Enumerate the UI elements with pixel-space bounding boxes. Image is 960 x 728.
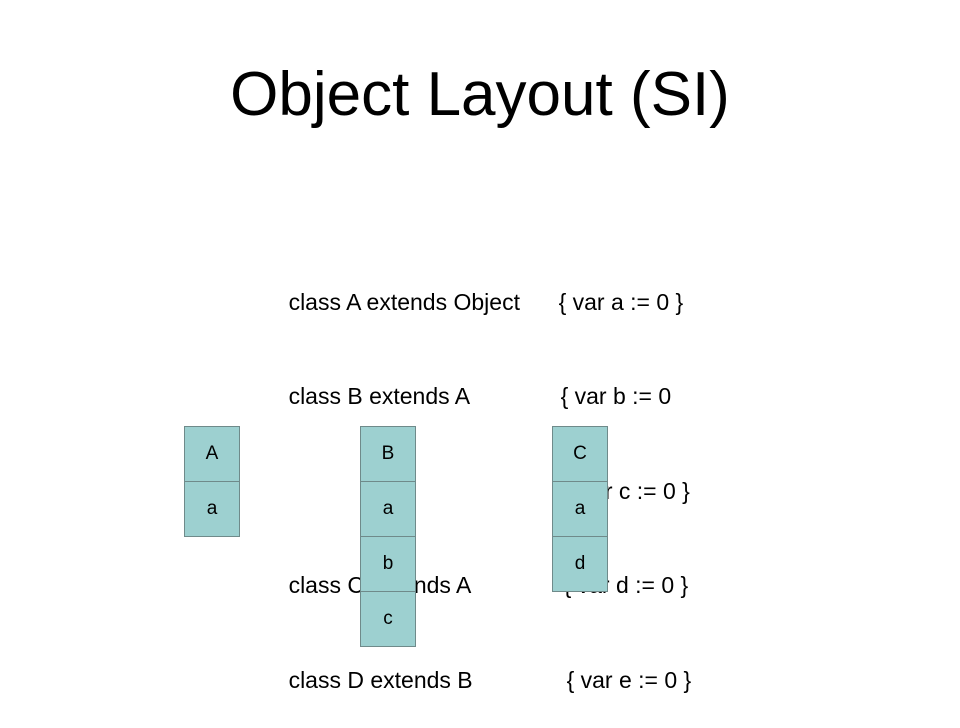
slide-title: Object Layout (SI) (230, 60, 730, 129)
layout-a-field-cell: a (184, 481, 240, 537)
code-line-class-b-decl: class B extends A (288, 383, 471, 409)
code-line-class-b-body: { var b := 0 (560, 383, 672, 409)
code-line-class-c-decl: class C extends A (288, 572, 472, 598)
code-line-class-b: class B extends A { var b := 0 (263, 350, 691, 409)
code-line-class-a: class A extends Object { var a := 0 } (263, 255, 691, 315)
layout-stack-c: C a d (552, 426, 608, 592)
code-line-class-c: class C extends A{ var d := 0 } (263, 539, 691, 598)
layout-b-field-cell: c (360, 591, 416, 647)
code-line-class-b-cont: var c := 0 } (263, 444, 691, 504)
code-line-class-a-decl: class A extends Object (288, 288, 520, 315)
layout-c-field-cell: d (552, 536, 608, 592)
layout-a-header-cell: A (184, 426, 240, 482)
layout-stack-b: B a b c (360, 426, 416, 647)
layout-c-field-cell: a (552, 481, 608, 537)
layout-c-header-cell: C (552, 426, 608, 482)
code-line-class-d: class D extends B { var e := 0 } (263, 633, 692, 693)
code-line-class-a-body: { var a := 0 } (558, 288, 684, 315)
code-line-class-d-decl: class D extends B (288, 666, 473, 693)
layout-b-field-cell: b (360, 536, 416, 592)
class-definitions: class A extends Object { var a := 0 } cla… (263, 192, 692, 696)
layout-b-header-cell: B (360, 426, 416, 482)
code-line-class-d-body: { var e := 0 } (566, 666, 692, 693)
layout-stack-a: A a (184, 426, 240, 537)
layout-b-field-cell: a (360, 481, 416, 537)
